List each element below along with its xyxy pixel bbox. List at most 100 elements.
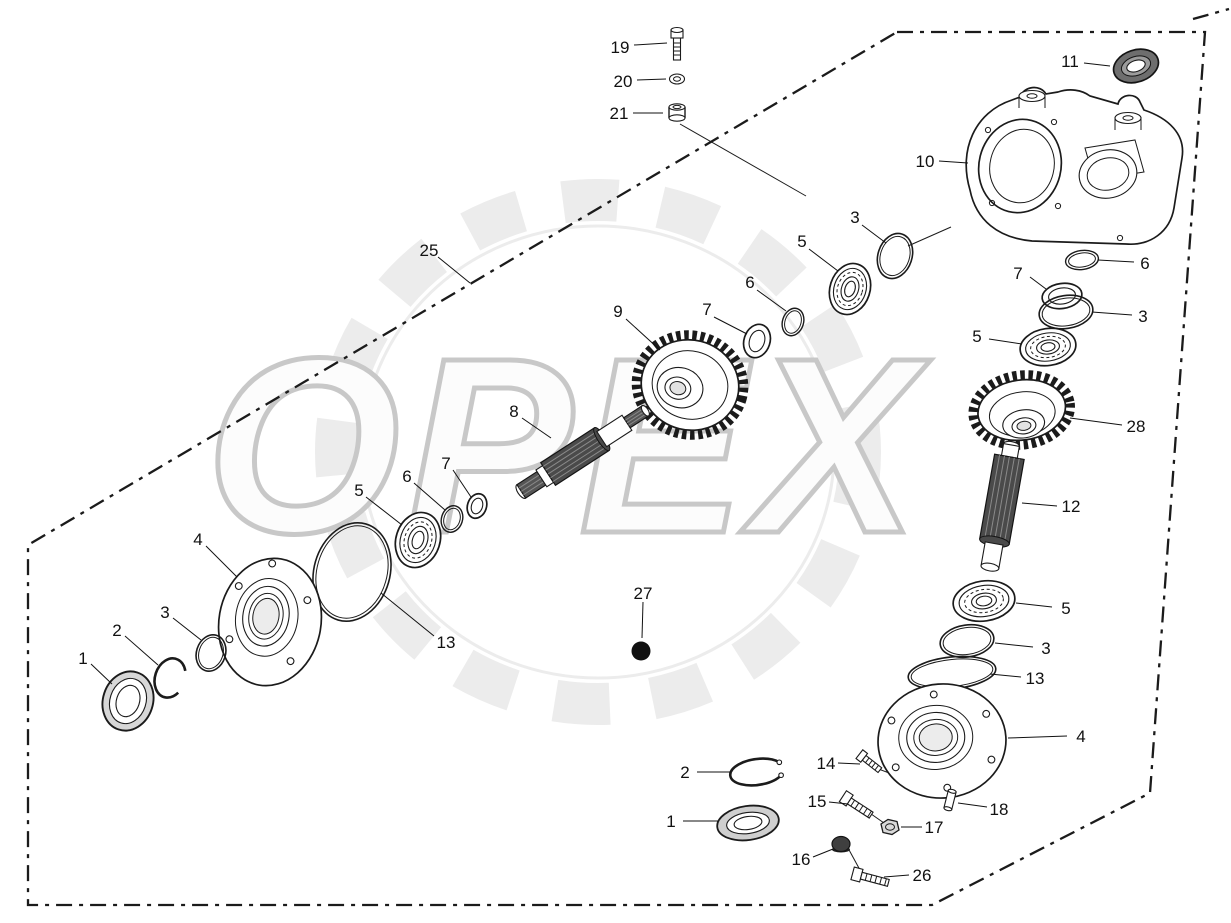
part-label: 20: [614, 72, 633, 91]
part-ring-3-right: [1038, 294, 1094, 330]
leader-line: [625, 318, 661, 351]
leader-line: [1029, 276, 1047, 290]
part-seal-1-bottom: [716, 804, 780, 842]
leader-line: [989, 673, 1022, 678]
leader-line: [988, 338, 1023, 345]
leader-line: [837, 762, 861, 765]
leader-line: [1091, 311, 1133, 316]
boundary-outline-25: [26, 30, 1207, 907]
part-screw-14: [855, 749, 883, 774]
part-shaft-12: [978, 440, 1025, 572]
part-washer-7-left: [466, 492, 488, 520]
part-shaft-8: [515, 404, 650, 499]
leader-line: [365, 496, 403, 526]
part-gear-28: [968, 370, 1075, 450]
part-label: 27: [634, 584, 653, 603]
part-nut-17: [880, 818, 900, 836]
leader-line: [756, 289, 787, 312]
part-seal-1-left: [101, 670, 155, 732]
leader-line: [452, 469, 472, 498]
part-ring-6-right: [1064, 249, 1100, 271]
part-label: 18: [990, 800, 1009, 819]
leader-line: [641, 601, 644, 639]
part-ring-13-left: [312, 522, 392, 622]
leader-line: [437, 256, 471, 284]
leader-line: [380, 592, 435, 637]
part-label: 13: [1026, 669, 1045, 688]
part-label: 19: [611, 38, 630, 57]
part-bearing-5-right: [1019, 327, 1077, 367]
part-bearing-5-bottom-right: [952, 579, 1016, 623]
leader-line: [1097, 259, 1135, 263]
part-label: 2: [112, 621, 121, 640]
part-flange-4-bottom-right: [877, 683, 1007, 799]
part-bolt-19: [670, 26, 684, 61]
leader-line: [205, 545, 238, 578]
part-label: 9: [613, 302, 622, 321]
part-label: 4: [193, 530, 202, 549]
watermark-text: OPEX: [206, 306, 932, 585]
part-label: 6: [745, 273, 754, 292]
part-ring-3-left: [195, 634, 227, 672]
labels-layer: 1920211110356796735288127654133215313427…: [78, 38, 1149, 885]
leader-line: [1083, 62, 1111, 67]
leader-line: [172, 617, 202, 641]
part-bearing-5-top: [828, 262, 872, 316]
leader-line: [812, 848, 834, 858]
corner-mark: [1192, 7, 1230, 21]
leader-line: [957, 802, 988, 808]
part-gear-9: [631, 330, 749, 440]
part-label: 6: [402, 467, 411, 486]
part-snap-ring-2-left: [153, 657, 187, 699]
part-label: 14: [817, 754, 836, 773]
part-label: 5: [972, 327, 981, 346]
part-pin-18: [943, 788, 957, 812]
part-label: 3: [1138, 307, 1147, 326]
part-label: 5: [354, 481, 363, 500]
part-label: 28: [1127, 417, 1146, 436]
part-label: 16: [792, 850, 811, 869]
leader-line: [1021, 502, 1058, 507]
leader-line: [90, 663, 113, 685]
leader-line: [1069, 417, 1123, 426]
part-label: 1: [78, 649, 87, 668]
leader-line: [861, 224, 887, 244]
part-seal-11: [1112, 48, 1160, 84]
part-plug-27: [631, 641, 651, 661]
part-label: 11: [1061, 52, 1079, 71]
part-label: 17: [925, 818, 944, 837]
leader-line: [521, 417, 552, 439]
part-label: 3: [160, 603, 169, 622]
leader-line: [994, 642, 1034, 648]
leader-line: [124, 635, 159, 666]
part-label: 21: [610, 104, 629, 123]
part-plug-16: [831, 835, 851, 853]
part-bushing-21: [668, 103, 686, 122]
part-housing-10: [965, 86, 1184, 245]
part-label: 7: [1013, 264, 1022, 283]
part-ring-6-top: [781, 307, 805, 337]
leader-line: [636, 78, 667, 81]
leader-line: [1015, 602, 1053, 608]
leader-line: [883, 874, 910, 878]
part-label: 3: [850, 208, 859, 227]
part-label: 10: [916, 152, 935, 171]
leader-line: [938, 160, 969, 164]
part-label: 12: [1062, 497, 1081, 516]
leader-line: [413, 482, 446, 511]
part-label: 5: [1061, 599, 1070, 618]
part-label: 13: [437, 633, 456, 652]
part-label: 15: [808, 792, 827, 811]
part-label: 3: [1041, 639, 1050, 658]
part-snap-ring-2-bottom: [728, 757, 784, 787]
leader-line: [808, 248, 839, 272]
leader-line: [828, 801, 849, 805]
part-label: 7: [702, 300, 711, 319]
part-label: 7: [441, 454, 450, 473]
watermark: OPEX: [203, 179, 932, 725]
part-washer-20: [668, 73, 686, 85]
part-bolt-26: [850, 866, 890, 887]
part-label: 1: [666, 812, 675, 831]
